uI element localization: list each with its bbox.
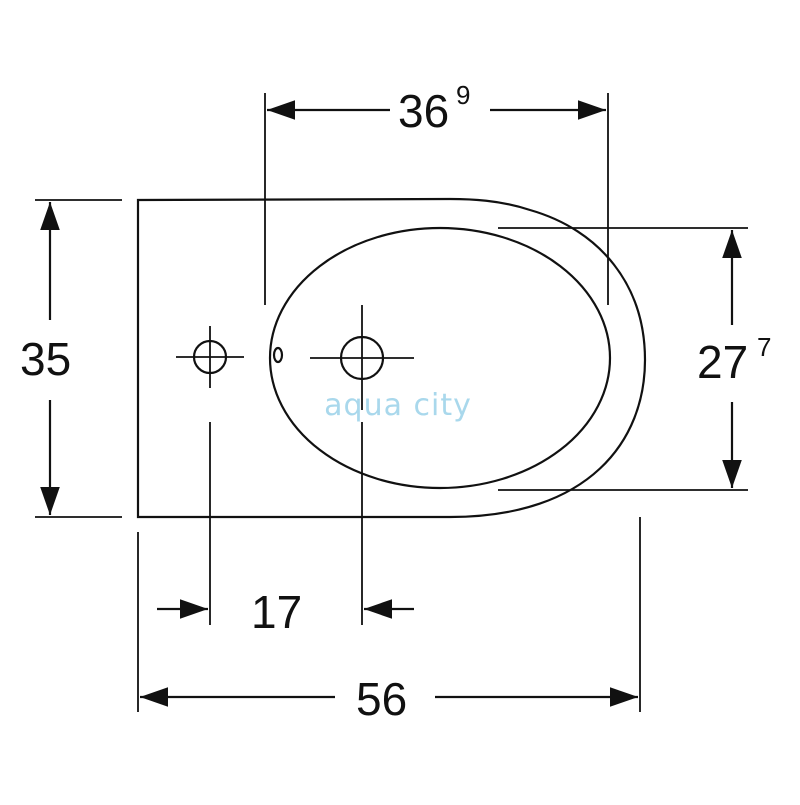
dim-label-height: 35 (20, 333, 71, 385)
bidet-outline (136, 197, 647, 519)
overflow-slot (272, 346, 284, 364)
dim-label-top-width-sup: 9 (456, 80, 470, 110)
dim-label-bowl-depth: 27 (697, 336, 748, 388)
watermark-text: aqua city (324, 388, 472, 423)
dim-label-top-width: 36 (398, 85, 449, 137)
dim-label-tap-offset: 17 (251, 586, 302, 638)
dim-label-bowl-depth-sup: 7 (757, 332, 771, 362)
bowl-outline (268, 226, 612, 490)
dim-label-total-length: 56 (356, 673, 407, 725)
